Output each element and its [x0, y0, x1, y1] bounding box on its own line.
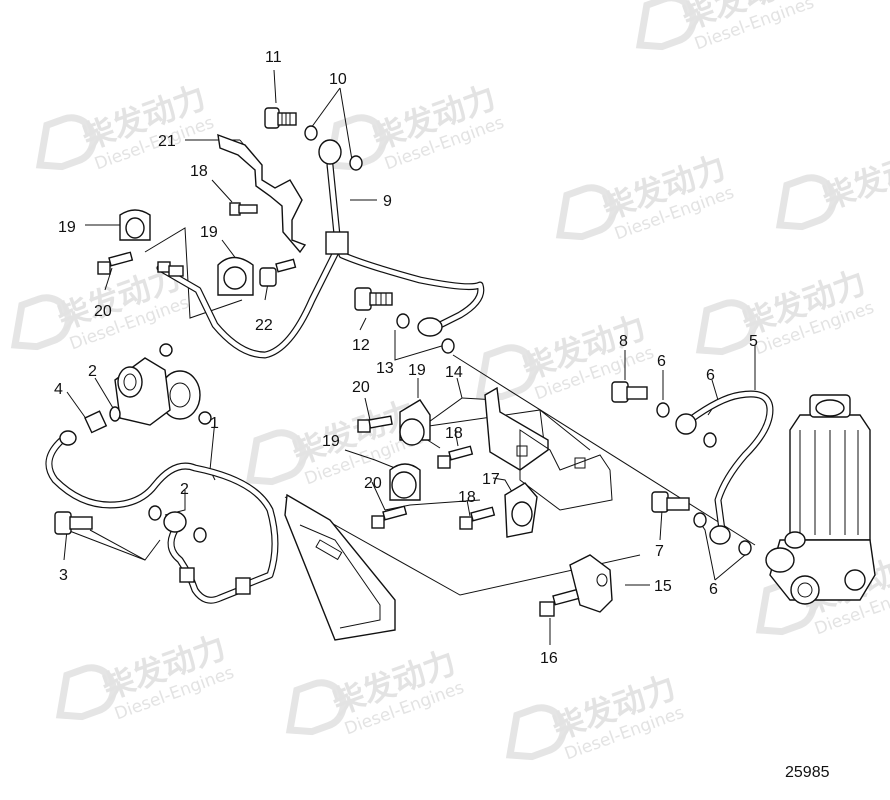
pipe-9-junction-block [325, 231, 349, 255]
banjo-bolt-12 [354, 287, 393, 311]
washer-10b [349, 155, 363, 171]
bolt-18-upper [229, 202, 258, 216]
bolt-16 [539, 588, 580, 617]
callout-20: 20 [94, 303, 112, 320]
callout-6: 6 [706, 367, 715, 384]
callout-17: 17 [482, 471, 500, 488]
spacer-22 [259, 258, 297, 287]
washer-6a [656, 402, 670, 418]
bolt-18-lower [459, 506, 496, 530]
watermark: 柴发动力 Diesel-Engines [635, 0, 817, 54]
callout-10: 10 [329, 71, 347, 88]
callout-2: 2 [88, 363, 97, 380]
callout-5: 5 [749, 333, 758, 350]
watermark: 柴发动力 Diesel-Engines [505, 668, 687, 764]
banjo-bolt-8 [611, 381, 648, 403]
callout-13: 13 [376, 360, 394, 377]
callout-16: 16 [540, 650, 558, 667]
fuel-pipe-1 [45, 436, 279, 604]
callout-12: 12 [352, 337, 370, 354]
washer-13a [396, 313, 410, 329]
banjo-bolt-7 [651, 491, 690, 513]
callout-18: 18 [445, 425, 463, 442]
fuel-pipe-5 [675, 390, 774, 545]
callout-6: 6 [709, 581, 718, 598]
callout-20: 20 [352, 379, 370, 396]
callout-7: 7 [655, 543, 664, 560]
pipe-5-upper-banjo [675, 413, 697, 435]
callout-14: 14 [445, 364, 463, 381]
bracket-15 [569, 554, 613, 613]
washer-6c [693, 512, 707, 528]
callout-8: 8 [619, 333, 628, 350]
callout-4: 4 [54, 381, 63, 398]
watermark: 柴发动力 Diesel-Engines [325, 78, 507, 174]
callout-1: 1 [210, 415, 219, 432]
callout-20: 20 [364, 475, 382, 492]
bracket-14 [484, 386, 613, 511]
callout-18: 18 [190, 163, 208, 180]
callouts: 11 10 21 18 9 19 19 20 22 12 13 2 4 1 20… [54, 49, 758, 667]
nipple-4 [84, 410, 108, 434]
pipe-1-connector [235, 577, 251, 595]
bracket-plate [284, 493, 396, 641]
watermark: 柴发动力 [775, 138, 890, 231]
washer-2-upper [109, 406, 121, 422]
callout-22: 22 [255, 317, 273, 334]
callout-3: 3 [59, 567, 68, 584]
fuel-pipe-9 [156, 139, 485, 359]
callout-19: 19 [408, 362, 426, 379]
fuel-filter-housing [765, 394, 876, 605]
callout-19: 19 [200, 224, 218, 241]
pipe-9-lower-banjo [417, 317, 443, 337]
callout-19: 19 [322, 433, 340, 450]
pipes [45, 139, 774, 604]
svg-text:柴发动力: 柴发动力 [817, 138, 890, 217]
pipe-5-lower-banjo [709, 525, 731, 545]
bracket-21 [217, 133, 307, 254]
bolt-20-lower [371, 505, 408, 529]
callout-2: 2 [180, 481, 189, 498]
watermark: 柴发动力 Diesel-Engines [285, 643, 467, 739]
clamp-19-upper-right [217, 256, 254, 296]
clamp-17 [504, 482, 538, 538]
pipe-1-clip [179, 567, 195, 583]
bolt-20-middle [357, 415, 393, 433]
banjo-bolt-11 [264, 107, 297, 129]
washer-2-lower-a [148, 505, 162, 521]
washer-2-lower-b [193, 527, 207, 543]
callout-15: 15 [654, 578, 672, 595]
pipe-9-banjo-fitting [318, 139, 342, 165]
pipe-1-nut [59, 430, 77, 446]
watermark: 柴发动力 Diesel-Engines [35, 78, 217, 174]
watermark: 柴发动力 Diesel-Engines [695, 263, 877, 359]
pipe-1-banjo [163, 511, 187, 533]
fuel-pump [114, 343, 212, 426]
callout-9: 9 [383, 193, 392, 210]
callout-19: 19 [58, 219, 76, 236]
washer-6b [703, 432, 717, 448]
clamp-19-middle [399, 399, 431, 446]
washer-10a [304, 125, 318, 141]
callout-6: 6 [657, 353, 666, 370]
callout-18: 18 [458, 489, 476, 506]
bolt-20-upper [97, 251, 134, 275]
washer-6d [738, 540, 752, 556]
banjo-bolt-3 [54, 511, 93, 535]
parts [54, 107, 876, 641]
washer-13b [441, 338, 455, 354]
drawing-number: 25985 [785, 764, 830, 781]
stud-20-clamp [157, 261, 184, 277]
watermark: 柴发动力 Diesel-Engines [55, 628, 237, 724]
callout-11: 11 [265, 49, 282, 66]
bolt-18-middle [437, 445, 474, 469]
clamp-19-lower [389, 463, 421, 501]
clamp-19-upper-left [119, 209, 151, 241]
callout-21: 21 [158, 133, 176, 150]
watermark: 柴发动力 Diesel-Engines [555, 148, 737, 244]
